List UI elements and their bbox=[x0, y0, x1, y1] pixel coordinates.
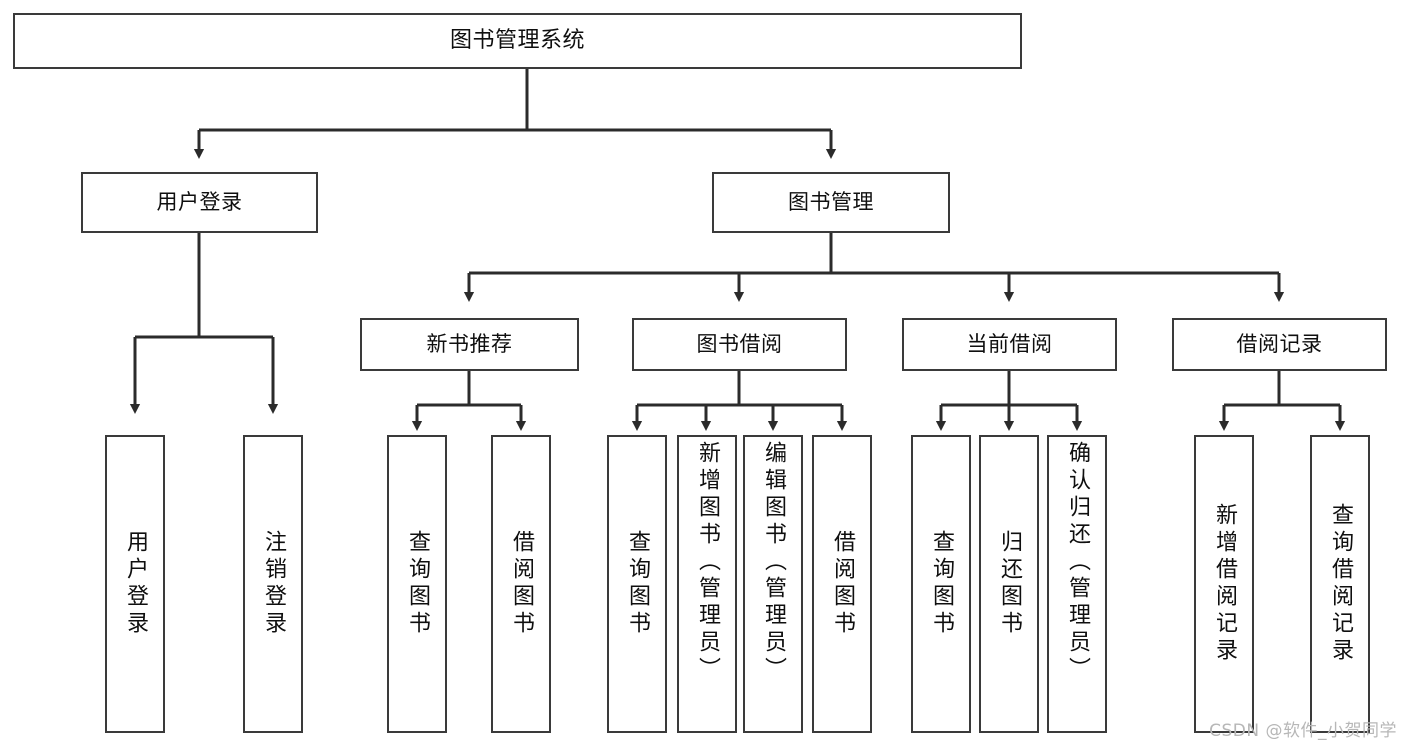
node-leaf-return-book[interactable]: 归还图书 bbox=[979, 435, 1039, 733]
node-book-manage[interactable]: 图书管理 bbox=[712, 172, 950, 233]
node-label: 编辑图书（管理员） bbox=[761, 441, 786, 684]
node-label: 确认归还（管理员） bbox=[1065, 441, 1090, 684]
node-book-borrow[interactable]: 图书借阅 bbox=[632, 318, 847, 371]
node-label: 图书借阅 bbox=[696, 332, 783, 357]
node-leaf-add-record[interactable]: 新增借阅记录 bbox=[1194, 435, 1254, 733]
node-label: 用户登录 bbox=[123, 530, 148, 638]
node-user-login[interactable]: 用户登录 bbox=[81, 172, 318, 233]
node-label: 当前借阅 bbox=[966, 332, 1053, 357]
node-label: 新增借阅记录 bbox=[1212, 503, 1237, 665]
node-label: 查询图书 bbox=[405, 530, 430, 638]
csdn-watermark: CSDN @软件_小贺同学 bbox=[1209, 721, 1397, 741]
node-leaf-add-book[interactable]: 新增图书（管理员） bbox=[677, 435, 737, 733]
node-leaf-edit-book[interactable]: 编辑图书（管理员） bbox=[743, 435, 803, 733]
node-label: 借阅图书 bbox=[830, 530, 855, 638]
node-leaf-query-book-1[interactable]: 查询图书 bbox=[387, 435, 447, 733]
node-label: 查询图书 bbox=[625, 530, 650, 638]
node-label: 查询借阅记录 bbox=[1328, 503, 1353, 665]
node-borrow-record[interactable]: 借阅记录 bbox=[1172, 318, 1387, 371]
node-label: 归还图书 bbox=[997, 530, 1022, 638]
node-leaf-borrow-book-1[interactable]: 借阅图书 bbox=[491, 435, 551, 733]
node-label: 注销登录 bbox=[261, 530, 286, 638]
node-root-system[interactable]: 图书管理系统 bbox=[13, 13, 1022, 69]
node-label: 借阅图书 bbox=[509, 530, 534, 638]
node-label: 图书管理 bbox=[788, 190, 874, 215]
node-leaf-query-book-3[interactable]: 查询图书 bbox=[911, 435, 971, 733]
node-label: 新书推荐 bbox=[426, 332, 513, 357]
node-leaf-query-record[interactable]: 查询借阅记录 bbox=[1310, 435, 1370, 733]
node-label: 用户登录 bbox=[156, 190, 243, 215]
node-label: 新增图书（管理员） bbox=[695, 441, 720, 684]
node-leaf-user-login[interactable]: 用户登录 bbox=[105, 435, 165, 733]
node-leaf-query-book-2[interactable]: 查询图书 bbox=[607, 435, 667, 733]
node-label: 查询图书 bbox=[929, 530, 954, 638]
node-new-book-recommend[interactable]: 新书推荐 bbox=[360, 318, 579, 371]
node-label: 图书管理系统 bbox=[449, 28, 585, 54]
node-leaf-user-logout[interactable]: 注销登录 bbox=[243, 435, 303, 733]
node-label: 借阅记录 bbox=[1236, 332, 1323, 357]
node-leaf-confirm-return[interactable]: 确认归还（管理员） bbox=[1047, 435, 1107, 733]
node-leaf-borrow-book-2[interactable]: 借阅图书 bbox=[812, 435, 872, 733]
node-current-borrow[interactable]: 当前借阅 bbox=[902, 318, 1117, 371]
